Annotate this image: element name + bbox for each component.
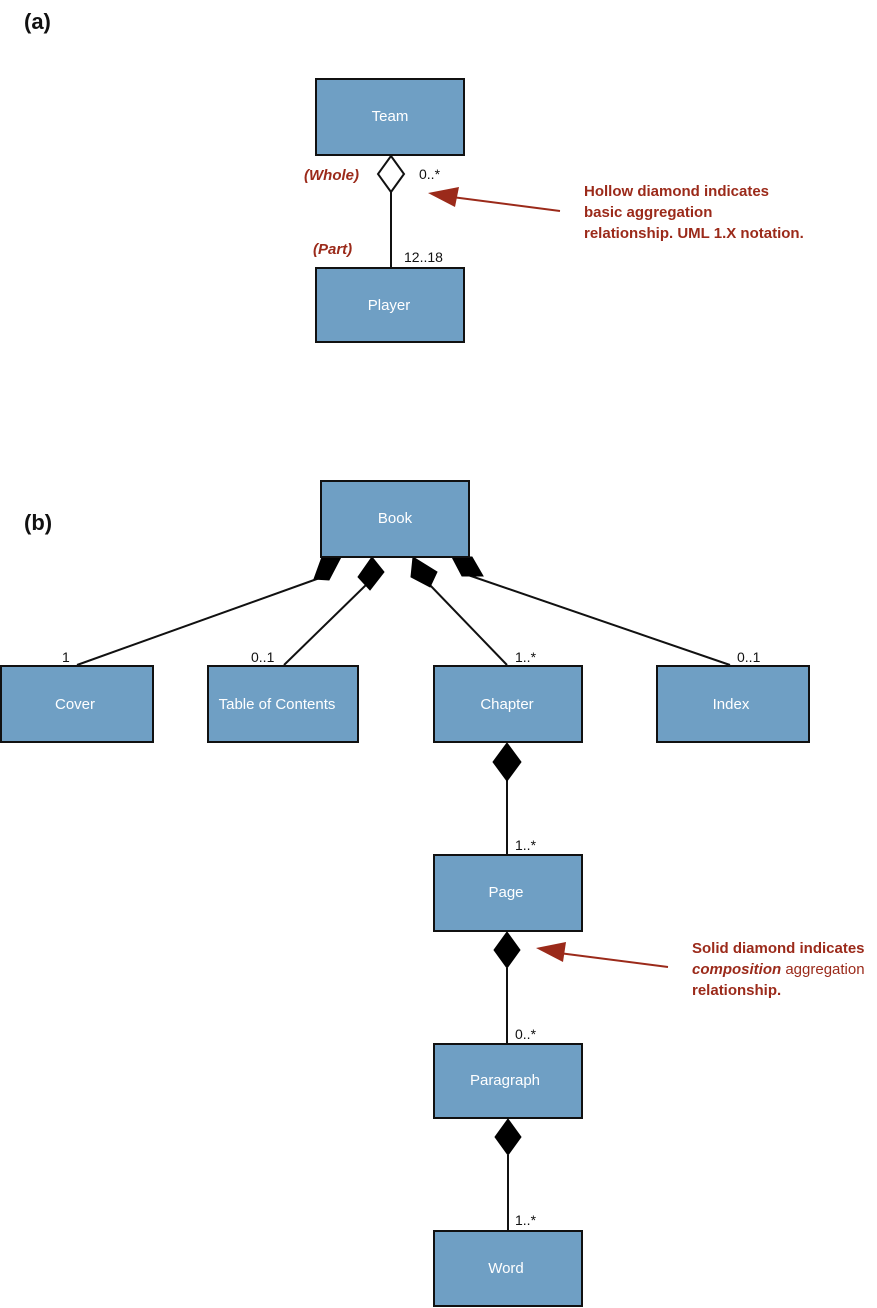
arrow-icon — [536, 942, 566, 962]
composition-line-book-toc — [283, 582, 369, 666]
class-chapter-label: Chapter — [480, 696, 533, 713]
class-table-of-contents[interactable]: Table of Contents — [207, 665, 359, 743]
class-paragraph[interactable]: Paragraph — [433, 1043, 583, 1119]
multiplicity-player-end: 12..18 — [404, 249, 443, 265]
panel-label-b: (b) — [24, 510, 52, 535]
note-b-line2-rest: aggregation — [781, 961, 864, 978]
note-a-line3: relationship. UML 1.X notation. — [584, 225, 804, 242]
solid-diamond-icon — [493, 931, 521, 969]
hollow-diamond-icon — [376, 154, 406, 194]
class-toc-label: Table of Contents — [219, 696, 336, 713]
class-player[interactable]: Player — [315, 267, 465, 343]
solid-diamond-icon — [313, 556, 342, 581]
multiplicity-chapter: 1..* — [515, 649, 537, 665]
annotation-arrow-b — [558, 952, 669, 968]
class-word-label: Word — [488, 1260, 524, 1277]
arrow-icon — [428, 187, 459, 207]
class-chapter[interactable]: Chapter — [433, 665, 583, 743]
multiplicity-toc: 0..1 — [251, 649, 275, 665]
solid-diamond-icon — [492, 742, 522, 782]
note-b-emphasis: composition — [692, 961, 781, 978]
class-cover-label: Cover — [55, 696, 95, 713]
role-part: (Part) — [313, 241, 352, 258]
class-team[interactable]: Team — [315, 78, 465, 156]
multiplicity-index: 0..1 — [737, 649, 761, 665]
solid-diamond-icon — [451, 556, 484, 577]
composition-line-book-chapter — [427, 582, 508, 666]
multiplicity-team-end: 0..* — [419, 166, 441, 182]
class-book-label: Book — [378, 510, 413, 527]
note-b-line3: relationship. — [692, 982, 781, 999]
class-page[interactable]: Page — [433, 854, 583, 932]
note-b-line1: Solid diamond indicates — [692, 940, 865, 957]
class-word[interactable]: Word — [433, 1230, 583, 1307]
solid-diamond-icon — [410, 556, 438, 588]
class-cover[interactable]: Cover — [0, 665, 154, 743]
multiplicity-cover: 1 — [62, 649, 70, 665]
role-whole: (Whole) — [304, 167, 359, 184]
class-book[interactable]: Book — [320, 480, 470, 558]
solid-diamond-icon — [357, 556, 385, 591]
class-index-label: Index — [713, 696, 750, 713]
composition-line-book-cover — [76, 574, 329, 666]
multiplicity-paragraph: 0..* — [515, 1026, 537, 1042]
multiplicity-word: 1..* — [515, 1212, 537, 1228]
class-team-label: Team — [372, 108, 409, 125]
class-player-label: Player — [368, 297, 411, 314]
class-index[interactable]: Index — [656, 665, 810, 743]
multiplicity-page: 1..* — [515, 837, 537, 853]
class-paragraph-label: Paragraph — [470, 1072, 540, 1089]
note-b-line2: composition aggregation — [692, 961, 865, 978]
note-a-line1: Hollow diamond indicates — [584, 183, 769, 200]
composition-line-book-index — [467, 574, 731, 666]
solid-diamond-icon — [494, 1118, 522, 1156]
class-page-label: Page — [488, 884, 523, 901]
note-a-line2: basic aggregation — [584, 204, 712, 221]
annotation-arrow-a — [451, 196, 561, 212]
panel-label-a: (a) — [24, 9, 51, 34]
